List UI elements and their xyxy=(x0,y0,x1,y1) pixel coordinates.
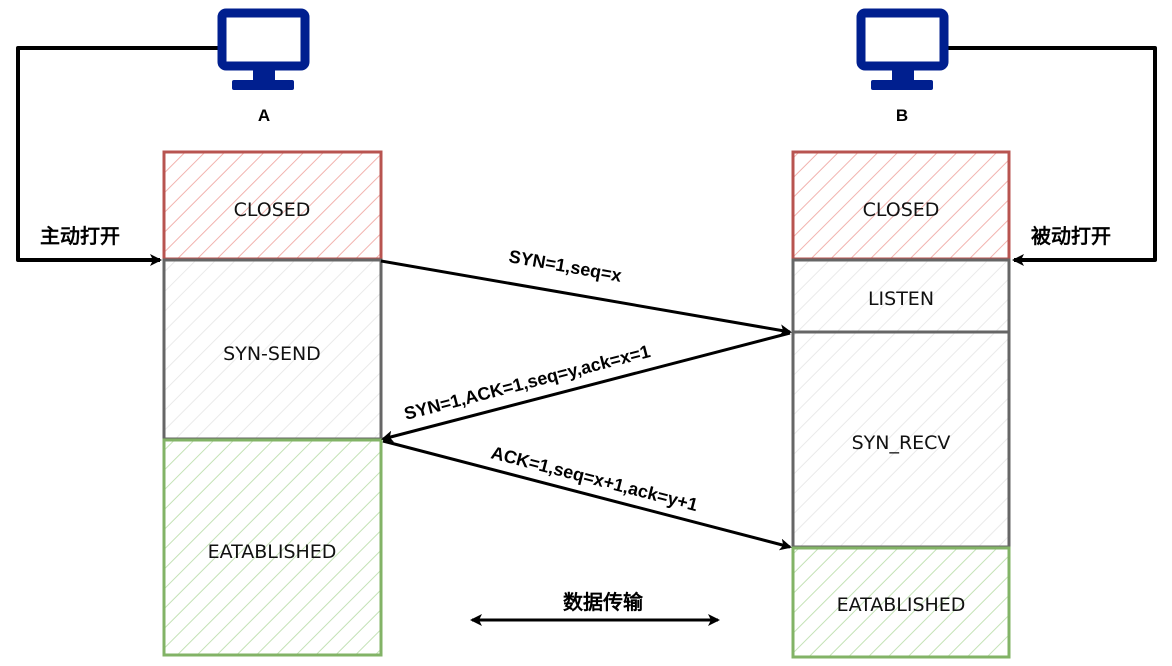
state-listen-b: LISTEN xyxy=(791,258,1011,334)
state-closed-b: CLOSED xyxy=(791,150,1011,261)
message-syn-ack: SYN=1,ACK=1,seq=y,ack=x=1 xyxy=(381,331,791,443)
host-a-label: A xyxy=(258,106,270,125)
state-label: LISTEN xyxy=(868,288,934,310)
passive-open-loop xyxy=(945,46,1157,266)
state-label: EATABLISHED xyxy=(208,541,337,563)
state-label: EATABLISHED xyxy=(837,594,966,616)
passive-open-label: 被动打开 xyxy=(1031,224,1111,248)
state-syn-recv-b: SYN_RECV xyxy=(791,330,1011,549)
data-transfer-label: 数据传输 xyxy=(563,590,644,614)
message-ack-label: ACK=1,seq=x+1,ack=y+1 xyxy=(489,443,700,516)
state-label: SYN_RECV xyxy=(852,432,951,454)
state-established-b: EATABLISHED xyxy=(791,546,1011,659)
message-syn-ack-label: SYN=1,ACK=1,seq=y,ack=x=1 xyxy=(402,341,652,424)
data-transfer: 数据传输 xyxy=(470,590,720,626)
message-syn-label: SYN=1,seq=x xyxy=(507,246,623,286)
monitor-icon xyxy=(856,8,949,90)
host-b-label: B xyxy=(896,106,908,125)
active-open-label: 主动打开 xyxy=(40,224,120,248)
state-closed-a: CLOSED xyxy=(162,150,383,261)
monitor-icon xyxy=(217,8,310,90)
state-label: SYN-SEND xyxy=(223,343,321,365)
state-label: CLOSED xyxy=(234,199,311,221)
state-established-a: EATABLISHED xyxy=(162,438,383,657)
active-open-loop xyxy=(16,46,220,266)
state-label: CLOSED xyxy=(863,199,940,221)
state-syn-send-a: SYN-SEND xyxy=(162,258,383,441)
message-ack: ACK=1,seq=x+1,ack=y+1 xyxy=(382,439,792,551)
message-syn: SYN=1,seq=x xyxy=(380,246,792,337)
